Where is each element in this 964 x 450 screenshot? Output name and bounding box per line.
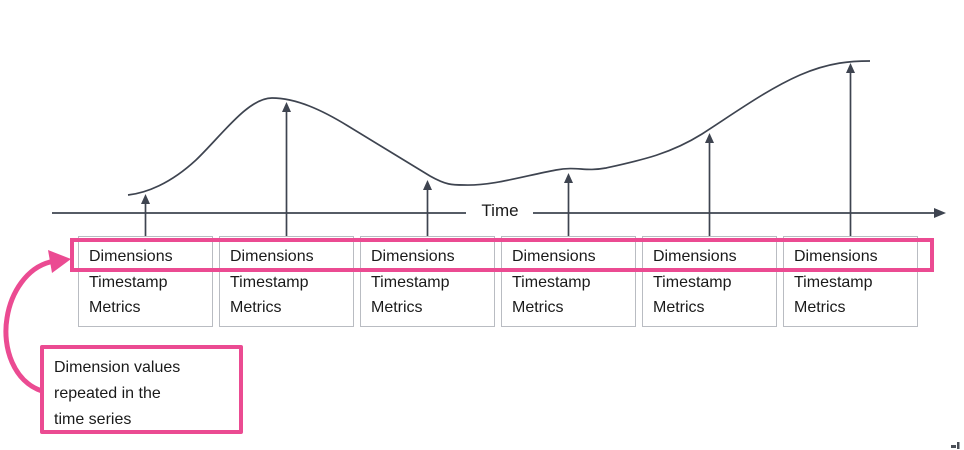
record-field-dimensions: Dimensions xyxy=(794,248,878,265)
annotation-text: Dimension values repeated in the time se… xyxy=(54,359,181,428)
record-field-metrics: Metrics xyxy=(230,299,282,316)
record-field-metrics: Metrics xyxy=(653,299,705,316)
record-box: Dimensions Timestamp Metrics xyxy=(501,236,636,327)
record-row: Dimensions Timestamp Metrics Dimensions … xyxy=(78,236,918,327)
record-field-dimensions: Dimensions xyxy=(512,248,596,265)
record-field-metrics: Metrics xyxy=(512,299,564,316)
record-box: Dimensions Timestamp Metrics xyxy=(219,236,354,327)
record-box: Dimensions Timestamp Metrics xyxy=(360,236,495,327)
record-box: Dimensions Timestamp Metrics xyxy=(78,236,213,327)
record-field-metrics: Metrics xyxy=(89,299,141,316)
value-arrowhead xyxy=(141,194,150,204)
value-arrow-2 xyxy=(282,102,291,236)
record-field-timestamp: Timestamp xyxy=(512,273,591,291)
value-arrow-4 xyxy=(564,173,573,236)
time-series-curve xyxy=(127,60,871,196)
record-field-dimensions: Dimensions xyxy=(653,248,737,265)
value-arrowhead xyxy=(564,173,573,183)
time-axis-arrowhead xyxy=(934,208,946,218)
value-arrowhead xyxy=(846,63,855,73)
artifact-mark xyxy=(951,442,960,449)
axis-label-time: Time xyxy=(481,201,519,220)
value-arrow-6 xyxy=(846,63,855,236)
record-field-timestamp: Timestamp xyxy=(230,273,309,291)
record-field-timestamp: Timestamp xyxy=(794,273,873,291)
value-arrow-3 xyxy=(423,180,432,236)
record-field-timestamp: Timestamp xyxy=(653,273,732,291)
record-field-dimensions: Dimensions xyxy=(371,248,455,265)
annotation-arrowhead xyxy=(48,250,71,273)
value-arrowhead xyxy=(282,102,291,112)
record-field-metrics: Metrics xyxy=(371,299,423,316)
record-field-timestamp: Timestamp xyxy=(371,273,450,291)
record-box: Dimensions Timestamp Metrics xyxy=(642,236,777,327)
value-arrow-5 xyxy=(705,133,714,236)
value-arrowhead xyxy=(705,133,714,143)
record-field-metrics: Metrics xyxy=(794,299,846,316)
annotation-callout: Dimension values repeated in the time se… xyxy=(40,345,243,434)
record-field-timestamp: Timestamp xyxy=(89,273,168,291)
value-arrow-1 xyxy=(141,194,150,236)
record-field-dimensions: Dimensions xyxy=(89,248,173,265)
value-arrowhead xyxy=(423,180,432,190)
record-field-dimensions: Dimensions xyxy=(230,248,314,265)
record-box: Dimensions Timestamp Metrics xyxy=(783,236,918,327)
